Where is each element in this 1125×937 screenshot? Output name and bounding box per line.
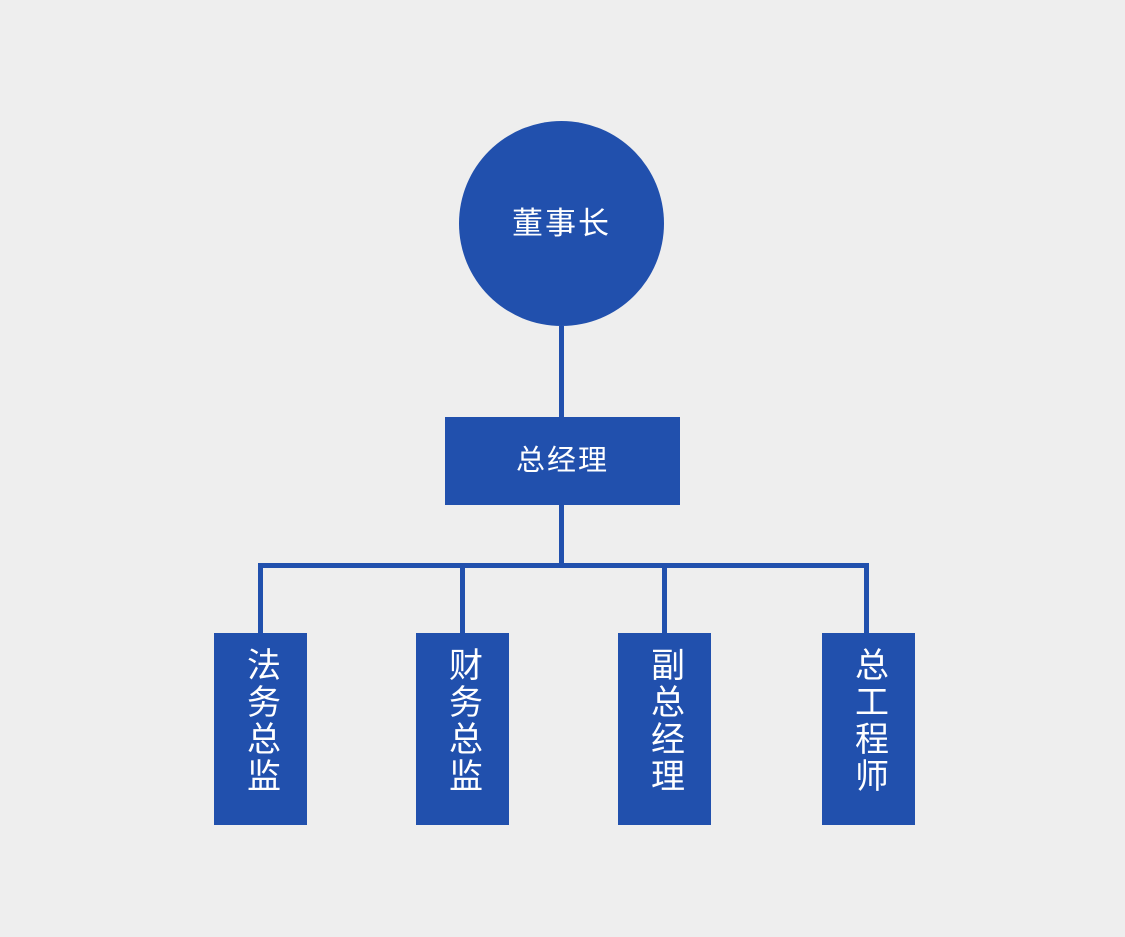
node-general-manager-label: 总经理 (515, 444, 609, 477)
node-finance-director-label: 财务总监 (443, 647, 482, 795)
node-legal-director[interactable]: 法务总监 (214, 633, 307, 825)
connector-drop-legal-director (258, 563, 263, 634)
node-legal-director-label: 法务总监 (241, 647, 280, 795)
connector-general-manager-stem (559, 505, 564, 567)
connector-drop-chief-engineer (864, 563, 869, 634)
node-general-manager[interactable]: 总经理 (445, 417, 680, 505)
node-finance-director[interactable]: 财务总监 (416, 633, 509, 825)
connector-chairman-to-general-manager (559, 326, 564, 418)
connector-horizontal-bus (258, 563, 869, 568)
node-deputy-general-manager-label: 副总经理 (645, 647, 684, 795)
connector-drop-finance-director (460, 563, 465, 634)
node-chief-engineer-label: 总工程师 (849, 647, 888, 795)
node-chairman-label: 董事长 (512, 206, 611, 241)
node-deputy-general-manager[interactable]: 副总经理 (618, 633, 711, 825)
node-chairman[interactable]: 董事长 (459, 121, 664, 326)
connector-drop-deputy-general-manager (662, 563, 667, 634)
node-chief-engineer[interactable]: 总工程师 (822, 633, 915, 825)
